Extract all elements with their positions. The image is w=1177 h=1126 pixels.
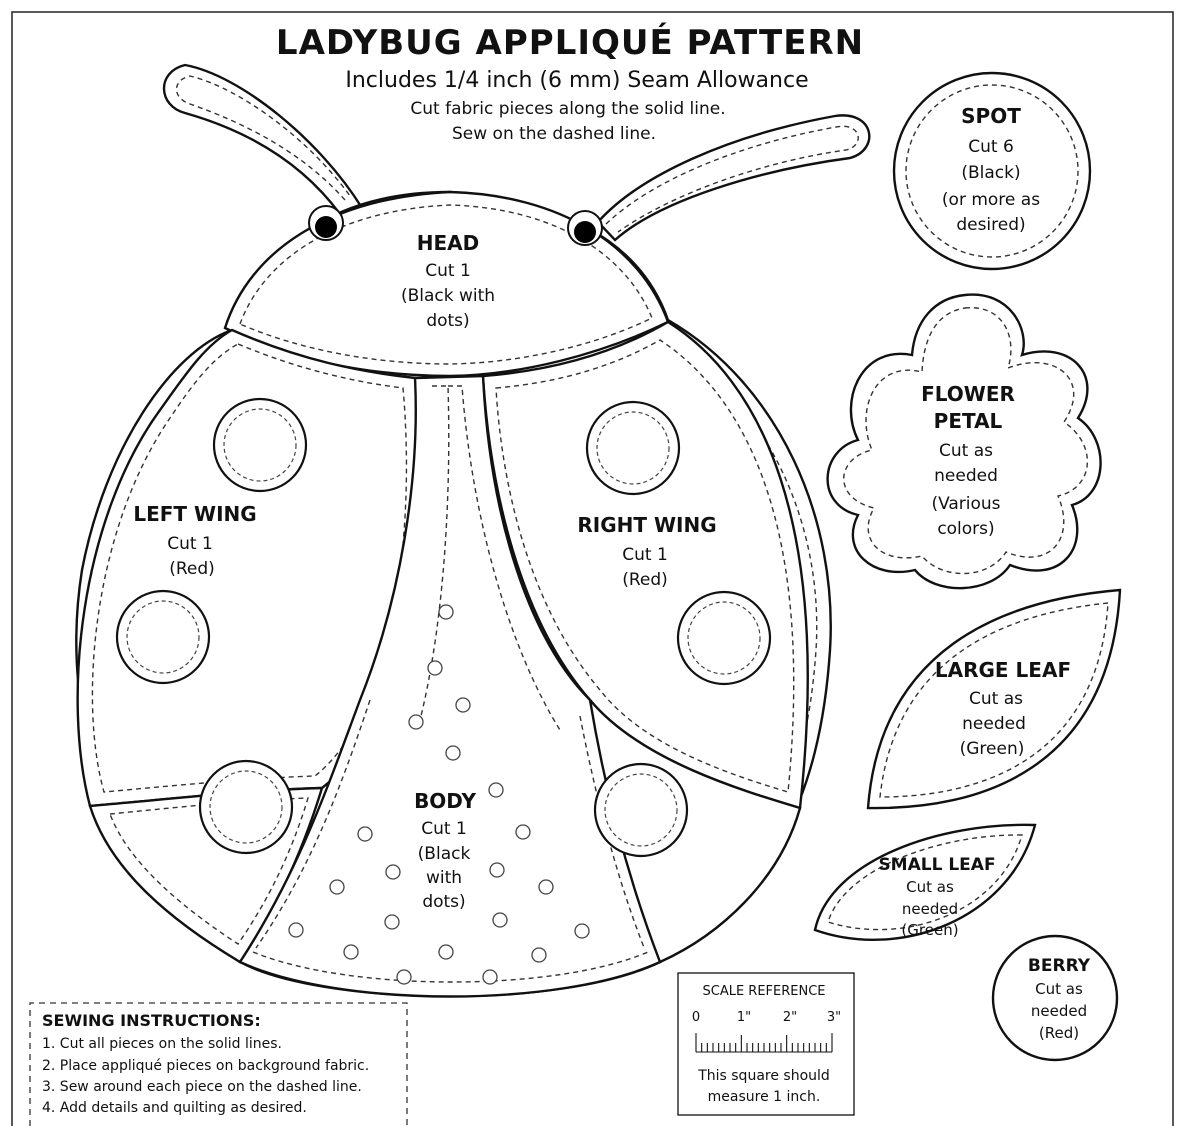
flower-fabric-1: (Various [931,494,1000,514]
center-body-piece [238,374,662,998]
flower-label-2: PETAL [934,409,1003,433]
spot-cut: Cut 6 [968,137,1014,157]
body-dots [288,604,590,985]
right-antenna [596,114,871,242]
spot-note-1: (or more as [942,190,1040,210]
flower-label-1: FLOWER [921,382,1015,406]
left-antenna [162,63,364,216]
left-wing-fabric: (Red) [169,559,215,579]
head-fabric: (Black with [401,286,495,306]
scale-tick-3: 3" [827,1010,841,1025]
left-wing-cut: Cut 1 [167,534,213,554]
left-eye [315,216,337,238]
instruction-step-3: 3. Sew around each piece on the dashed l… [42,1079,362,1095]
wing-spot [585,400,681,496]
pattern-title: LADYBUG APPLIQUÉ PATTERN [276,22,864,63]
ruler-ticks [701,1035,827,1052]
wing-spot [593,762,689,858]
berry-piece [991,934,1119,1062]
right-wing-fabric: (Red) [622,570,668,590]
cut-note: Cut fabric pieces along the solid line. [410,99,725,119]
spot-piece [892,71,1092,271]
body-fabric-3: dots) [422,892,465,912]
large-leaf-fabric: (Green) [960,739,1025,759]
head-fabric-2: dots) [426,311,469,331]
body-label: BODY [414,789,476,813]
large-leaf-piece [866,588,1122,810]
small-leaf-fabric: (Green) [901,921,958,939]
page-border [11,11,1174,1126]
scale-note-1: This square should [697,1068,830,1084]
small-leaf-piece [813,823,1037,941]
right-wing-label: RIGHT WING [577,513,716,537]
spot-label: SPOT [961,104,1021,128]
head-cut: Cut 1 [425,261,471,281]
sew-note: Sew on the dashed line. [452,124,656,144]
berry-fabric: (Red) [1039,1024,1079,1042]
small-leaf-label: SMALL LEAF [878,855,995,875]
scale-tick-2: 2" [783,1010,797,1025]
berry-cut-2: needed [1031,1002,1087,1020]
large-leaf-cut-1: Cut as [969,689,1023,709]
flower-petal-piece [826,293,1102,590]
scale-reference-box [677,972,855,1116]
head-label: HEAD [417,231,479,255]
berry-cut-1: Cut as [1035,980,1083,998]
instruction-step-4: 4. Add details and quilting as desired. [42,1100,307,1116]
right-wing-piece [481,320,809,810]
right-eye [574,221,596,243]
small-leaf-cut-2: needed [902,900,958,918]
right-wing-cut: Cut 1 [622,545,668,565]
instructions-box [29,1002,408,1126]
instruction-step-1: 1. Cut all pieces on the solid lines. [42,1036,282,1052]
pattern-subtitle: Includes 1/4 inch (6 mm) Seam Allowance [345,68,808,93]
large-leaf-cut-2: needed [962,714,1026,734]
flower-fabric-2: colors) [937,519,994,539]
body-fabric-1: (Black [418,844,471,864]
wing-spot [198,759,294,855]
flower-cut-1: Cut as [939,441,993,461]
large-leaf-label: LARGE LEAF [935,658,1071,682]
berry-label: BERRY [1028,956,1091,976]
scale-title: SCALE REFERENCE [702,984,825,999]
flower-cut-2: needed [934,466,998,486]
instruction-step-2: 2. Place appliqué pieces on background f… [42,1058,369,1074]
body-fabric-2: with [426,868,462,888]
wing-spot [115,589,211,685]
scale-tick-1: 1" [737,1010,751,1025]
scale-tick-0: 0 [692,1010,700,1025]
small-leaf-cut-1: Cut as [906,878,954,896]
scale-note-2: measure 1 inch. [708,1089,821,1105]
left-wing-label: LEFT WING [133,502,256,526]
spot-fabric: (Black) [961,163,1020,183]
instructions-heading: SEWING INSTRUCTIONS: [42,1011,261,1030]
wing-spot [212,397,308,493]
body-cut: Cut 1 [421,819,467,839]
wing-spot [676,590,772,686]
spot-note-2: desired) [956,215,1025,235]
